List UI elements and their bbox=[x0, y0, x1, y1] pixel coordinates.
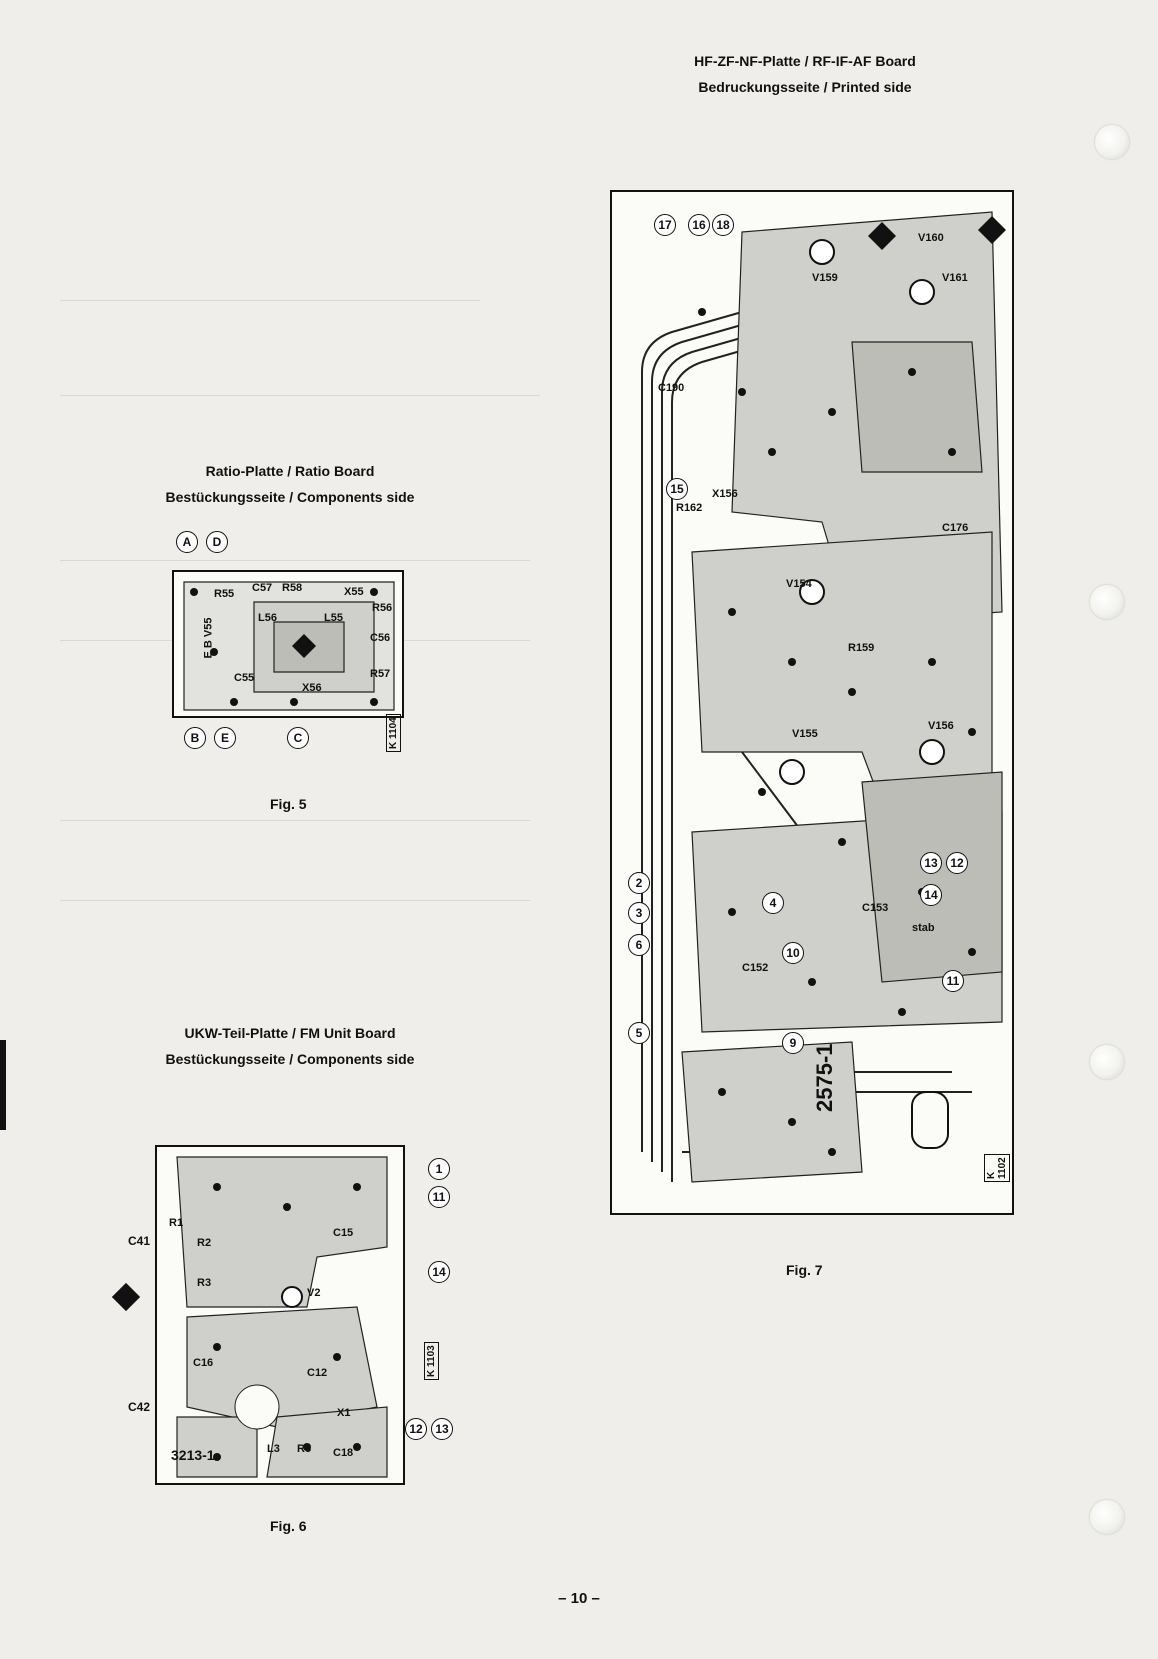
pcb-traces bbox=[641, 211, 1006, 1183]
fm-component-label: C15 bbox=[333, 1227, 354, 1239]
ratio-board-code: K 1104 bbox=[386, 714, 401, 752]
fm-terminal-14: 14 bbox=[428, 1261, 450, 1283]
component-label: R162 bbox=[676, 502, 703, 514]
terminal-11: 11 bbox=[942, 970, 964, 992]
ratio-board-subtitle: Bestückungsseite / Components side bbox=[165, 489, 415, 505]
ratio-component-label: R55 bbox=[214, 588, 235, 600]
ratio-board-diagram: E B V55 R55 C57 R58 X55 R56 C56 R57 X56 … bbox=[172, 570, 404, 718]
punch-hole bbox=[1090, 1045, 1124, 1079]
fm-component-label: R1 bbox=[169, 1217, 184, 1229]
ratio-component-label: C55 bbox=[234, 672, 255, 684]
ratio-component-label: R57 bbox=[370, 668, 391, 680]
fm-component-label: V2 bbox=[307, 1287, 321, 1299]
background-shadow-line bbox=[60, 395, 540, 396]
fm-terminal-11: 11 bbox=[428, 1186, 450, 1208]
fm-board-title: UKW-Teil-Platte / FM Unit Board bbox=[184, 1025, 396, 1041]
fm-board-caption: UKW-Teil-Platte / FM Unit Board Bestücku… bbox=[130, 1020, 450, 1072]
page-number: – 10 – bbox=[558, 1590, 600, 1607]
fm-board-number: 3213-1 bbox=[171, 1447, 215, 1463]
rf-if-af-board-diagram: 17 16 18 15 2 3 6 5 4 9 10 11 12 13 14 V… bbox=[610, 190, 1014, 1215]
ratio-component-label: X56 bbox=[302, 682, 322, 694]
component-label: X156 bbox=[712, 488, 738, 500]
ratio-component-label: R58 bbox=[282, 582, 303, 594]
terminal-16: 16 bbox=[688, 214, 710, 236]
main-board-subtitle: Bedruckungsseite / Printed side bbox=[698, 79, 912, 95]
ratio-terminal-c: C bbox=[287, 727, 309, 749]
ratio-component-label: X55 bbox=[344, 586, 364, 598]
fm-component-label: C16 bbox=[193, 1357, 214, 1369]
ratio-component-label: L56 bbox=[258, 612, 277, 624]
binder-mark bbox=[0, 1040, 6, 1130]
board-number: 2575-1 bbox=[812, 1043, 837, 1112]
main-board-caption: HF-ZF-NF-Platte / RF-IF-AF Board Bedruck… bbox=[640, 48, 970, 100]
terminal-18: 18 bbox=[712, 214, 734, 236]
punch-hole bbox=[1090, 1500, 1124, 1534]
fm-terminal-1: 1 bbox=[428, 1158, 450, 1180]
fm-component-label: C12 bbox=[307, 1367, 328, 1379]
component-label: C190 bbox=[658, 382, 685, 394]
figure-7-label: Fig. 7 bbox=[786, 1262, 823, 1278]
fm-board-subtitle: Bestückungsseite / Components side bbox=[165, 1051, 415, 1067]
fm-capacitor-label: C42 bbox=[128, 1400, 151, 1414]
terminal-15: 15 bbox=[666, 478, 688, 500]
component-label: stab bbox=[912, 922, 935, 934]
fm-component-label: X1 bbox=[337, 1407, 351, 1419]
ratio-component-label: E B V55 bbox=[202, 617, 215, 659]
fm-terminal-13: 13 bbox=[431, 1418, 453, 1440]
component-label: V159 bbox=[812, 272, 838, 284]
terminal-14: 14 bbox=[920, 884, 942, 906]
component-label: V160 bbox=[918, 232, 944, 244]
ratio-board-title: Ratio-Platte / Ratio Board bbox=[205, 463, 375, 479]
ratio-component-label: C57 bbox=[252, 582, 273, 594]
main-board-title: HF-ZF-NF-Platte / RF-IF-AF Board bbox=[694, 53, 916, 69]
punch-hole bbox=[1090, 585, 1124, 619]
terminal-9: 9 bbox=[782, 1032, 804, 1054]
background-shadow-line bbox=[60, 900, 530, 901]
ratio-pcb-traces bbox=[183, 581, 395, 711]
terminal-2: 2 bbox=[628, 872, 650, 894]
ratio-terminal-b: B bbox=[184, 727, 206, 749]
fm-component-label: C18 bbox=[333, 1447, 354, 1459]
component-label: V156 bbox=[928, 720, 954, 732]
figure-5-label: Fig. 5 bbox=[270, 796, 307, 812]
fm-component-label: R2 bbox=[197, 1237, 212, 1249]
background-shadow-line bbox=[60, 300, 480, 301]
terminal-12: 12 bbox=[946, 852, 968, 874]
terminal-3: 3 bbox=[628, 902, 650, 924]
terminal-13: 13 bbox=[920, 852, 942, 874]
terminal-4: 4 bbox=[762, 892, 784, 914]
ratio-board-caption: Ratio-Platte / Ratio Board Bestückungsse… bbox=[140, 458, 440, 510]
fm-connector-diamond-icon bbox=[111, 1282, 141, 1312]
punch-hole bbox=[1095, 125, 1129, 159]
ratio-component-label: C56 bbox=[370, 632, 391, 644]
ratio-component-label: L55 bbox=[324, 612, 343, 624]
component-label: V154 bbox=[786, 578, 812, 590]
fm-capacitor-label: C41 bbox=[128, 1234, 151, 1248]
fm-component-label: L3 bbox=[267, 1443, 280, 1455]
terminal-10: 10 bbox=[782, 942, 804, 964]
component-label: C176 bbox=[942, 522, 969, 534]
fm-terminal-12: 12 bbox=[405, 1418, 427, 1440]
fm-unit-board-diagram: R1 R2 R3 C16 C12 C15 C18 L3 R5 V2 X1 321… bbox=[155, 1145, 405, 1485]
fm-component-label: R5 bbox=[297, 1443, 312, 1455]
component-label: C153 bbox=[862, 902, 889, 914]
terminal-5: 5 bbox=[628, 1022, 650, 1044]
board-code: K 1102 bbox=[984, 1154, 1010, 1182]
figure-6-label: Fig. 6 bbox=[270, 1518, 307, 1534]
terminal-6: 6 bbox=[628, 934, 650, 956]
ratio-terminal-e: E bbox=[214, 727, 236, 749]
fm-board-code: K 1103 bbox=[424, 1342, 439, 1380]
component-label: V155 bbox=[792, 728, 818, 740]
fm-component-label: R3 bbox=[197, 1277, 212, 1289]
terminal-17: 17 bbox=[654, 214, 676, 236]
fm-pcb-traces bbox=[176, 1156, 388, 1478]
background-shadow-line bbox=[60, 820, 530, 821]
ratio-terminal-d: D bbox=[206, 531, 228, 553]
component-label: R159 bbox=[848, 642, 875, 654]
component-label: C152 bbox=[742, 962, 769, 974]
ratio-terminal-a: A bbox=[176, 531, 198, 553]
component-label: V161 bbox=[942, 272, 968, 284]
ratio-component-label: R56 bbox=[372, 602, 393, 614]
background-shadow-line bbox=[60, 560, 530, 561]
